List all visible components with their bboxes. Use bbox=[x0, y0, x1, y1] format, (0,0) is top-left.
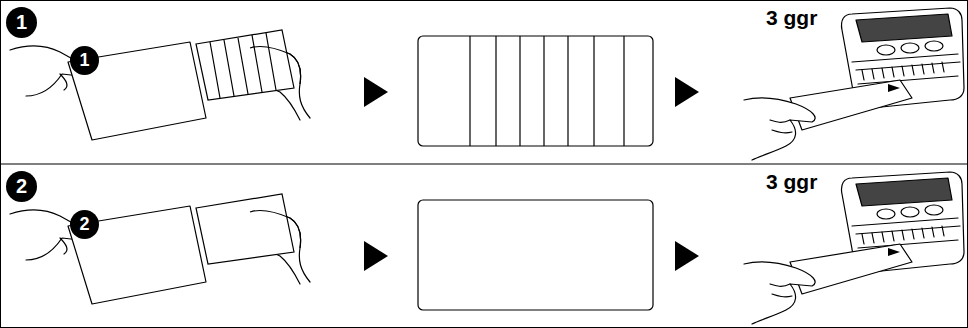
time-label: 3 ggr bbox=[764, 6, 819, 30]
callout-number: 2 bbox=[6, 171, 37, 202]
callout-number: 2 bbox=[70, 210, 99, 239]
callout-number: 1 bbox=[6, 7, 37, 38]
time-label: 3 ggr bbox=[764, 170, 819, 194]
callout-number: 1 bbox=[70, 46, 99, 75]
